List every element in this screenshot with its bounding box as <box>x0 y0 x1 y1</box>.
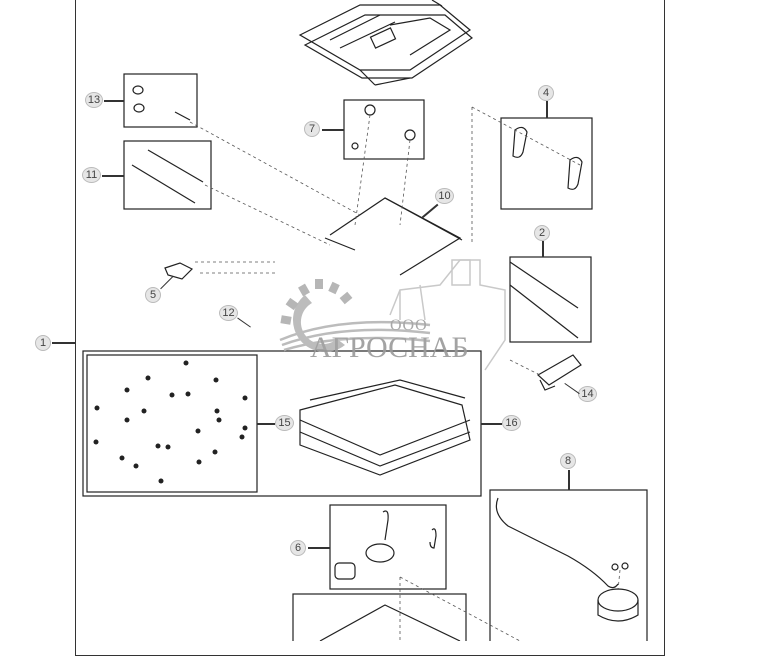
leader-11 <box>102 175 124 177</box>
leader-8 <box>568 470 570 490</box>
leader-15 <box>257 423 275 425</box>
leader-1 <box>52 342 75 344</box>
leader-4 <box>546 101 548 118</box>
callout-12: 12 <box>219 305 238 321</box>
callout-10: 10 <box>435 188 454 204</box>
parts-line-art <box>82 0 648 641</box>
callout-8: 8 <box>560 453 576 469</box>
callout-7: 7 <box>304 121 320 137</box>
callout-5: 5 <box>145 287 161 303</box>
leader-2 <box>542 241 544 257</box>
callout-13: 13 <box>85 92 103 108</box>
callout-14: 14 <box>578 386 597 402</box>
watermark-company-name: АГРОСНАБ <box>310 331 469 364</box>
leader-6 <box>308 547 330 549</box>
callout-15: 15 <box>275 415 294 431</box>
callout-16: 16 <box>502 415 521 431</box>
callout-1: 1 <box>35 335 51 351</box>
watermark-prefix: ООО <box>390 317 428 334</box>
screws-item-15 <box>93 360 248 484</box>
callout-4: 4 <box>538 85 554 101</box>
callout-2: 2 <box>534 225 550 241</box>
callout-11: 11 <box>82 167 101 183</box>
callout-6: 6 <box>290 540 306 556</box>
leader-16 <box>481 423 502 425</box>
leader-13 <box>104 100 124 102</box>
watermark-gear-icon <box>279 259 506 371</box>
agrosnab-watermark: ООО АГРОСНАБ <box>270 255 520 385</box>
leader-7 <box>322 129 344 131</box>
seat-plate-drawing <box>298 0 473 86</box>
